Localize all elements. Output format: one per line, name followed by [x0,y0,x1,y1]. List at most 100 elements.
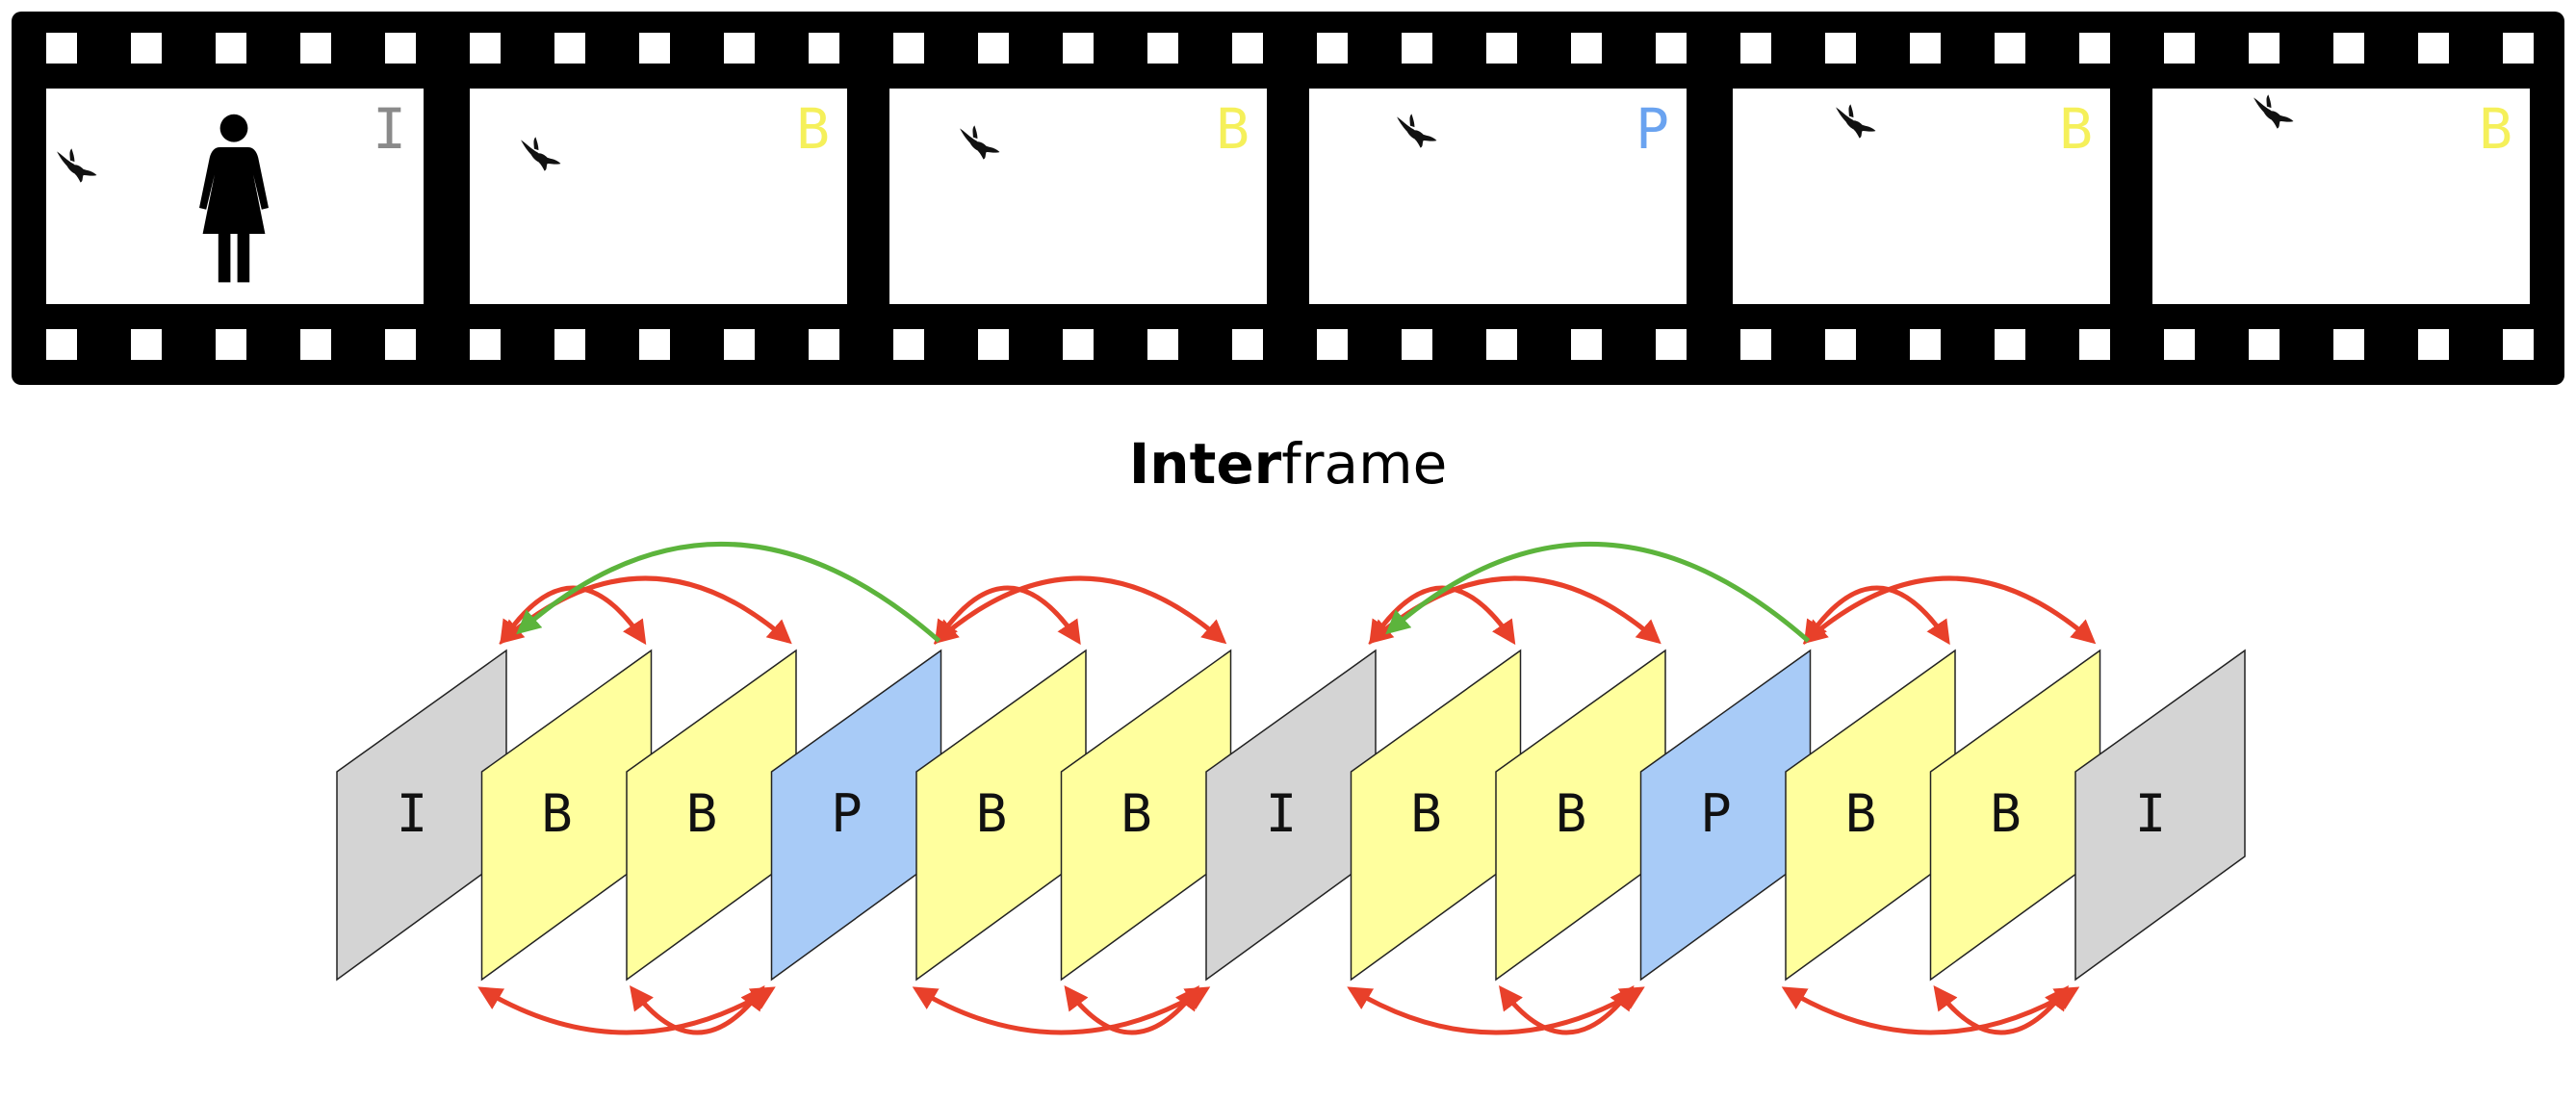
title-bold: Inter [1129,431,1282,497]
sprocket-hole [1147,33,1178,64]
sprocket-hole [809,329,839,360]
frame-image [889,89,1267,304]
sprocket-hole [46,33,77,64]
sprocket-hole [1825,33,1856,64]
sprocket-hole [131,33,162,64]
frame-plane: I [2074,649,2246,982]
frame-plane: B [1785,649,1956,982]
frame-plane: I [336,649,507,982]
reference-arrow [1347,986,1645,1035]
sprocket-hole [2503,329,2534,360]
reference-arrows [477,542,2097,1035]
title-regular: frame [1281,431,1447,497]
sprocket-hole [300,33,331,64]
sprocket-hole [385,329,416,360]
sprocket-hole [2249,329,2280,360]
sprocket-hole [978,33,1009,64]
film-frame: I [46,89,424,304]
reference-arrow [1499,984,1635,1035]
sprocket-hole [554,33,585,64]
film-frame: B [2152,89,2530,304]
sprocket-hole [2164,33,2195,64]
sprocket-hole [2418,33,2449,64]
sprocket-hole [2333,329,2364,360]
sprocket-hole [1232,329,1263,360]
reference-arrow [1803,585,1950,646]
frame-plane: B [480,649,653,982]
sprocket-hole [131,329,162,360]
frame-type-label: B [2479,96,2512,162]
sprocket-hole [724,329,755,360]
sprocket-hole [1656,329,1687,360]
sprocket-hole [724,33,755,64]
film-frame: B [1733,89,2110,304]
diagram-title: Interframe [1129,431,1448,497]
sprocket-hole [1995,33,2025,64]
sprocket-hole [1317,329,1348,360]
sprocket-hole [1402,329,1432,360]
sprocket-hole [639,33,670,64]
sprocket-hole [1656,33,1687,64]
frame-type-label: B [796,96,830,162]
frame-type-label: I [373,96,406,162]
sprocket-hole [2503,33,2534,64]
forward-reference-arrow [516,542,941,643]
sprocket-hole [978,329,1009,360]
sprocket-hole [470,33,501,64]
sprocket-hole [809,33,839,64]
reference-arrow [1933,984,2069,1035]
frame-plane: P [770,649,942,982]
reference-arrow [477,986,776,1035]
sprocket-hole [1910,33,1941,64]
plane-label: B [541,783,573,844]
sprocket-hole [1571,33,1602,64]
sprocket-hole [2164,329,2195,360]
plane-label: I [2135,783,2167,844]
sprocket-hole [1825,329,1856,360]
film-frame: B [470,89,847,304]
reference-arrow [1802,575,2097,645]
sprocket-hole [1063,329,1094,360]
sprocket-hole [1740,329,1771,360]
sprocket-hole [385,33,416,64]
sprocket-hole [1486,329,1517,360]
plane-label: B [686,783,718,844]
plane-label: I [1266,783,1298,844]
sprocket-hole [216,33,246,64]
sprocket-hole [2418,329,2449,360]
plane-label: I [397,783,428,844]
reference-arrow [912,986,1211,1035]
reference-arrow [1064,984,1199,1035]
sprocket-hole [893,329,924,360]
sprocket-hole [2079,33,2110,64]
sprocket-hole [639,329,670,360]
frame-plane: B [915,649,1087,982]
sprocket-hole [2079,329,2110,360]
frame-plane: B [1350,649,1522,982]
sprocket-hole [1402,33,1432,64]
sprocket-hole [300,329,331,360]
sprocket-hole [893,33,924,64]
reference-arrow [934,585,1081,646]
frame-image [470,89,847,304]
plane-label: B [1990,783,2022,844]
sprocket-hole [1995,329,2025,360]
plane-label: B [1845,783,1877,844]
film-frame: P [1309,89,1687,304]
plane-label: P [1700,783,1732,844]
plane-label: B [1556,783,1587,844]
sprocket-hole [1317,33,1348,64]
plane-label: B [1410,783,1442,844]
frame-image [2152,89,2530,304]
frame-type-label: B [2059,96,2093,162]
frame-plane: B [1495,649,1666,982]
frame-image [1309,89,1687,304]
film-frame: B [889,89,1267,304]
sprocket-hole [1740,33,1771,64]
reference-arrow [630,984,765,1035]
plane-shape [2074,649,2246,982]
frame-plane: I [1205,649,1377,982]
frame-type-label: B [1216,96,1249,162]
